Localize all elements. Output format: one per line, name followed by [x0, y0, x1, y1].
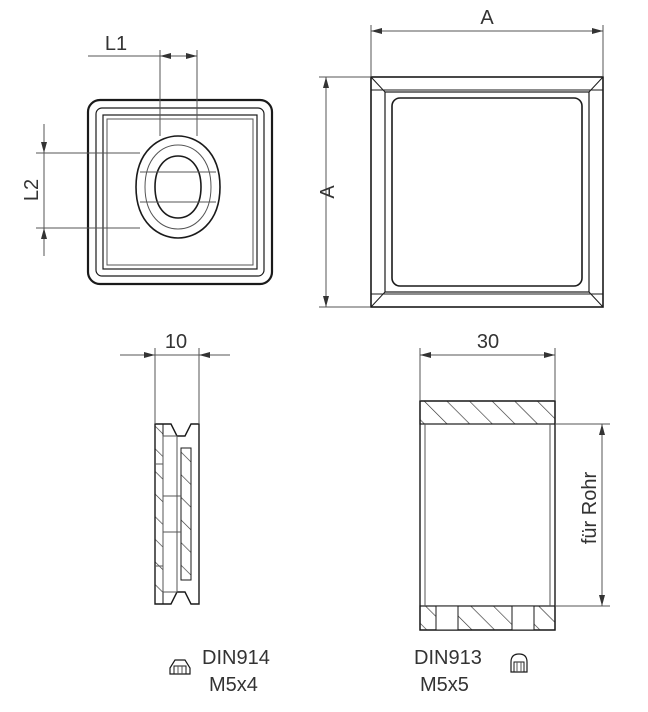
ten-label: 10	[165, 331, 187, 353]
din913-size: M5x5	[420, 674, 469, 696]
top-left-view: L1 L2	[21, 33, 274, 286]
a-horizontal-label: A	[480, 7, 494, 29]
set-screw-flat-icon	[510, 653, 528, 673]
thirty-label: 30	[477, 331, 499, 353]
bottom-right-section: 30 für Rohr	[419, 331, 610, 631]
bottom-left-section: 10	[120, 331, 230, 605]
top-right-view: A A	[317, 7, 604, 308]
din914-standard: DIN914	[202, 647, 270, 669]
set-screw-cone-icon	[169, 659, 191, 675]
l2-label: L2	[21, 179, 43, 201]
din914-size: M5x4	[209, 674, 258, 696]
din913-standard: DIN913	[414, 647, 482, 669]
a-vertical-label: A	[317, 185, 339, 199]
fuer-rohr-label: für Rohr	[579, 472, 601, 545]
l1-label: L1	[105, 33, 127, 55]
